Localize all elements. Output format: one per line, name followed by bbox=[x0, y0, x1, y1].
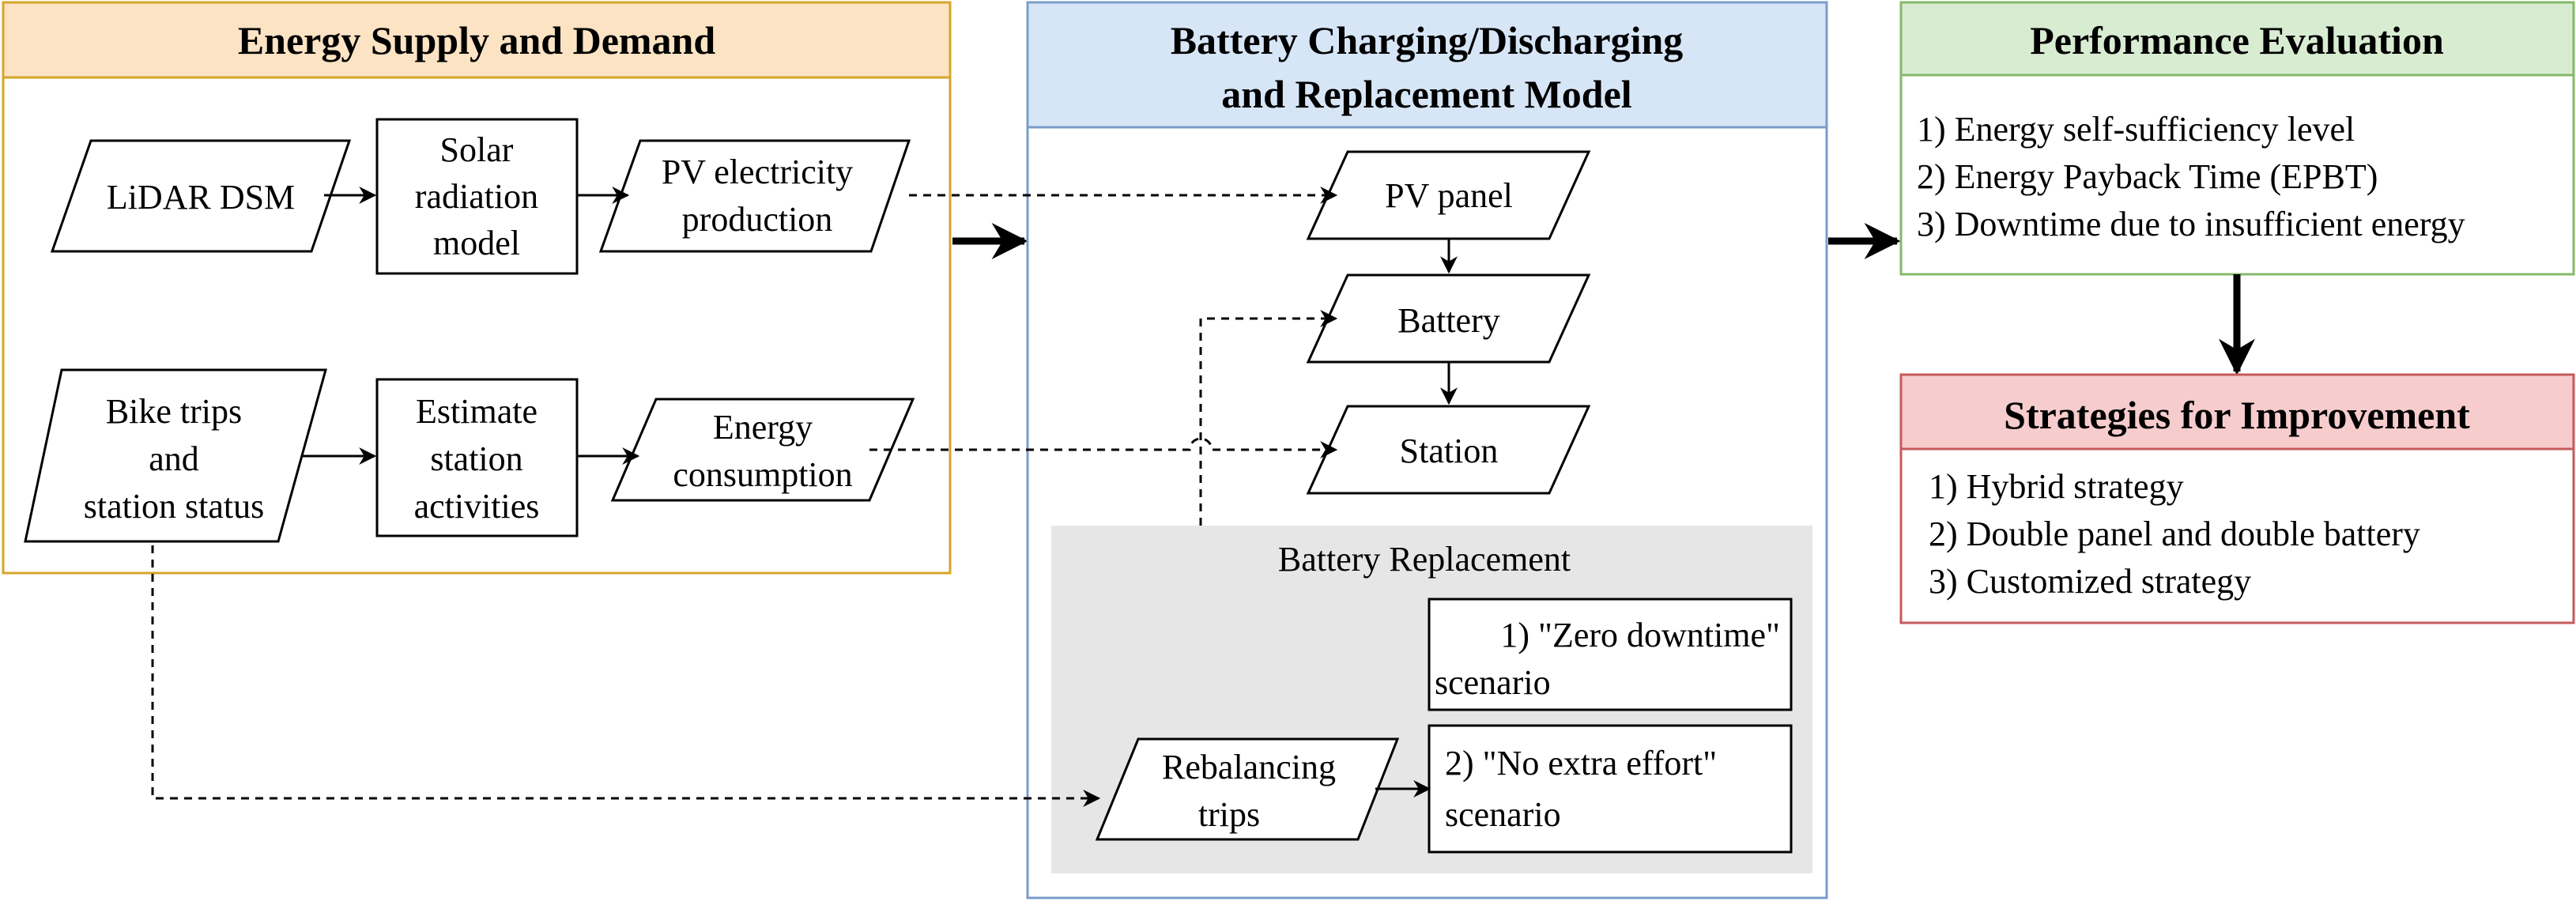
estimate-line2: station bbox=[430, 439, 522, 478]
energy-consumption-node: Energy consumption bbox=[610, 398, 915, 502]
performance-panel: Performance Evaluation 1) Energy self-su… bbox=[1899, 1, 2575, 276]
lidar-dsm-label: LiDAR DSM bbox=[107, 178, 295, 217]
station-node: Station bbox=[1306, 405, 1591, 495]
zero-downtime-line1: 1) "Zero downtime" bbox=[1500, 616, 1780, 654]
station-label: Station bbox=[1400, 432, 1499, 470]
bike-trips-line3: station status bbox=[84, 487, 265, 526]
estimate-activities-node: Estimate station activities bbox=[375, 378, 579, 537]
strategies-panel: Strategies for Improvement 1) Hybrid str… bbox=[1899, 373, 2575, 624]
no-extra-effort-line2: scenario bbox=[1445, 795, 1561, 834]
bike-trips-line2: and bbox=[149, 439, 199, 478]
dashed-bike-trips-to-rebalancing bbox=[151, 545, 1101, 807]
estimate-line1: Estimate bbox=[416, 392, 537, 431]
supply-panel-title: Energy Supply and Demand bbox=[238, 18, 716, 62]
strategies-title: Strategies for Improvement bbox=[2004, 393, 2470, 437]
rebalancing-line1: Rebalancing bbox=[1162, 748, 1336, 786]
no-extra-effort-scenario: 2) "No extra effort" scenario bbox=[1428, 724, 1793, 854]
zero-downtime-scenario: 1) "Zero downtime" scenario bbox=[1428, 598, 1793, 711]
battery-model-title-line1: Battery Charging/Discharging bbox=[1171, 18, 1684, 62]
dashed-replacement-to-battery bbox=[1199, 310, 1338, 526]
performance-item-2: 2) Energy Payback Time (EPBT) bbox=[1917, 157, 2378, 196]
energy-consumption-line1: Energy bbox=[713, 408, 813, 447]
solar-label-line1: Solar bbox=[440, 130, 514, 169]
battery-replacement-title: Battery Replacement bbox=[1278, 540, 1571, 579]
estimate-line3: activities bbox=[414, 487, 540, 526]
battery-label: Battery bbox=[1397, 301, 1500, 340]
no-extra-effort-line1: 2) "No extra effort" bbox=[1445, 744, 1717, 782]
battery-model-title-line2: and Replacement Model bbox=[1221, 72, 1631, 116]
energy-consumption-line2: consumption bbox=[673, 455, 852, 494]
pv-production-line1: PV electricity bbox=[662, 153, 853, 191]
rebalancing-line2: trips bbox=[1198, 795, 1260, 834]
performance-item-1: 1) Energy self-sufficiency level bbox=[1917, 110, 2355, 149]
strategies-item-3: 3) Customized strategy bbox=[1929, 562, 2251, 601]
zero-downtime-line2: scenario bbox=[1435, 663, 1551, 702]
bike-trips-line1: Bike trips bbox=[106, 392, 242, 431]
performance-item-3: 3) Downtime due to insufficient energy bbox=[1917, 205, 2465, 243]
solar-label-line3: model bbox=[433, 224, 520, 262]
bike-trips-node: Bike trips and station status bbox=[24, 368, 327, 543]
strategies-item-2: 2) Double panel and double battery bbox=[1929, 515, 2420, 553]
pv-panel-label: PV panel bbox=[1385, 176, 1513, 215]
performance-title: Performance Evaluation bbox=[2030, 18, 2444, 62]
battery-node: Battery bbox=[1306, 273, 1591, 364]
lidar-dsm-node: LiDAR DSM bbox=[50, 139, 352, 253]
strategies-item-1: 1) Hybrid strategy bbox=[1929, 467, 2184, 506]
pv-production-node: PV electricity production bbox=[598, 139, 911, 253]
pv-panel-node: PV panel bbox=[1306, 150, 1591, 240]
solar-radiation-node: Solar radiation model bbox=[375, 118, 579, 275]
solar-label-line2: radiation bbox=[415, 177, 538, 216]
pv-production-line2: production bbox=[682, 200, 833, 239]
rebalancing-trips-node: Rebalancing trips bbox=[1095, 737, 1400, 841]
